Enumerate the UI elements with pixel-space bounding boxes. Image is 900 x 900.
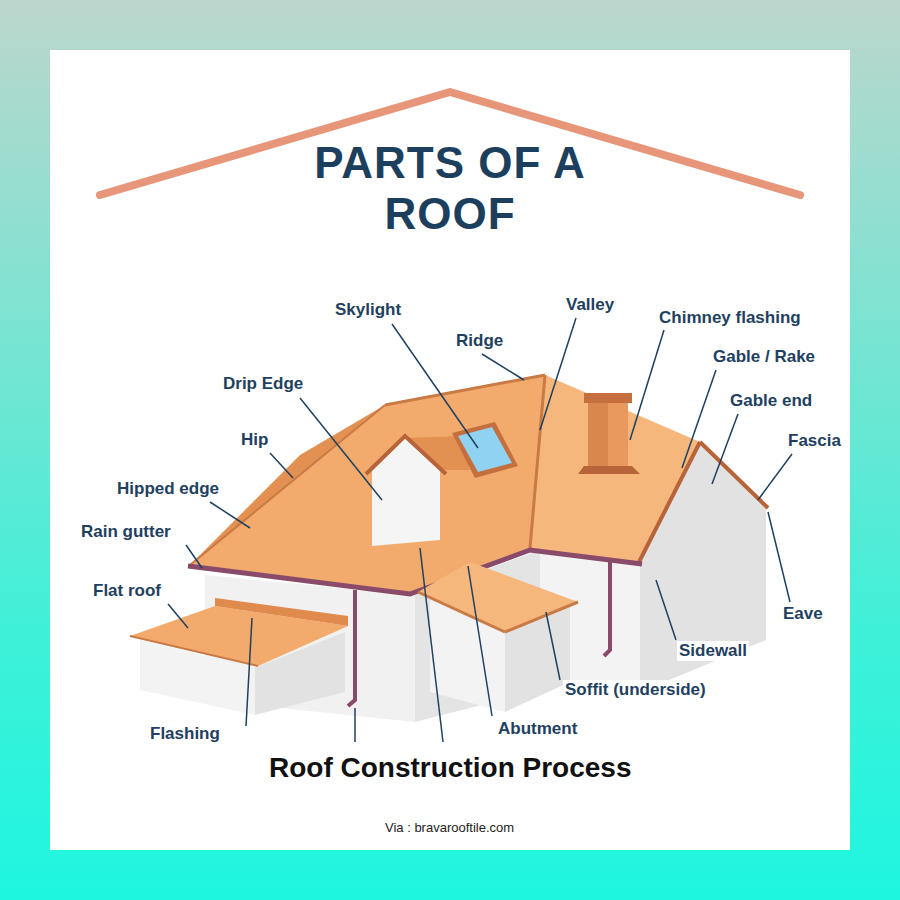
- diagram-caption: Roof Construction Process: [269, 752, 631, 784]
- part-label: Chimney flashing: [657, 308, 803, 328]
- part-label: Flat roof: [91, 581, 163, 601]
- part-label: Via : bravarooftile.com: [383, 818, 516, 838]
- part-label: Eave: [781, 604, 825, 624]
- part-label: Hipped edge: [115, 479, 221, 499]
- part-label: Valley: [564, 295, 616, 315]
- part-label: Fascia: [786, 431, 843, 451]
- part-label: Flashing: [148, 724, 222, 744]
- part-label: Sidewall: [677, 641, 749, 661]
- part-label: Rain gutter: [79, 522, 173, 542]
- part-label: Soffit (underside): [563, 680, 708, 700]
- part-label: Drip Edge: [221, 374, 305, 394]
- part-label: Abutment: [496, 719, 579, 739]
- part-label: Gable end: [728, 391, 814, 411]
- part-label: Gable / Rake: [711, 347, 817, 367]
- part-label: Ridge: [454, 331, 505, 351]
- part-label: Skylight: [333, 300, 403, 320]
- part-label: Hip: [239, 430, 270, 450]
- diagram-title: PARTS OF A ROOF: [300, 138, 600, 239]
